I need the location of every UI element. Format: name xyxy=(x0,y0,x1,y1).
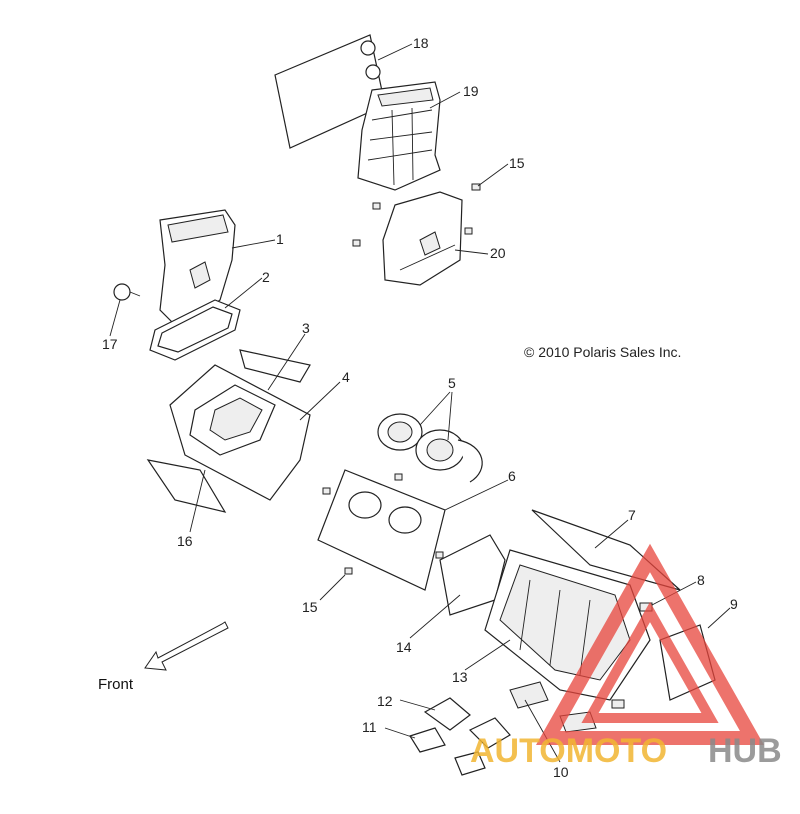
callout-11: 11 xyxy=(362,719,377,735)
callout-10: 10 xyxy=(553,764,569,780)
callout-8: 8 xyxy=(697,572,705,588)
leader-lines xyxy=(109,43,731,763)
callout-19: 19 xyxy=(463,83,479,99)
part-12-coupler xyxy=(423,697,511,749)
callout-16: 16 xyxy=(177,533,193,549)
part-5-couplers xyxy=(377,413,483,483)
part-17-clamp xyxy=(113,283,141,301)
callout-4: 4 xyxy=(342,369,350,385)
front-arrow xyxy=(144,621,229,671)
callout-3: 3 xyxy=(302,320,310,336)
watermark-text: AUTOMOTO HUB xyxy=(470,732,782,770)
callout-2: 2 xyxy=(262,269,270,285)
front-label: Front xyxy=(98,676,134,693)
watermark-text-secondary: HUB xyxy=(708,732,782,770)
part-11-clamp xyxy=(409,727,486,776)
callout-9: 9 xyxy=(730,596,738,612)
callout-15-mid: 15 xyxy=(302,599,318,615)
callout-18: 18 xyxy=(413,35,429,51)
part-13-airbox-housing xyxy=(484,549,651,701)
part-2-seal xyxy=(149,299,241,361)
part-16-filter-sheet xyxy=(146,459,227,513)
callout-15-top: 15 xyxy=(509,155,525,171)
callout-7: 7 xyxy=(628,507,636,523)
part-18-gasket-sheet xyxy=(274,34,386,149)
callout-6: 6 xyxy=(508,468,516,484)
part-20-outlet-housing xyxy=(382,191,463,286)
callout-labels: 18 19 15 1 20 2 17 3 4 5 6 16 7 15 8 9 1… xyxy=(102,35,738,780)
part-19-intake-frame xyxy=(357,81,441,191)
callout-12: 12 xyxy=(377,693,393,709)
watermark-triangle xyxy=(535,543,765,745)
part-6-plate xyxy=(317,469,446,591)
watermark-inner-triangle xyxy=(581,601,719,723)
copyright-text: © 2010 Polaris Sales Inc. xyxy=(524,344,681,360)
callout-5: 5 xyxy=(448,375,456,391)
fasteners-15-top xyxy=(352,183,481,247)
part-4-airbox-cover xyxy=(169,364,311,501)
watermark-text-primary: AUTOMOTO xyxy=(470,732,667,770)
watermark-logo xyxy=(535,543,765,745)
callout-1: 1 xyxy=(276,231,284,247)
callout-17: 17 xyxy=(102,336,118,352)
part-3-lid-strip xyxy=(239,349,311,383)
callout-13: 13 xyxy=(452,669,468,685)
callout-14: 14 xyxy=(396,639,412,655)
callout-20: 20 xyxy=(490,245,506,261)
